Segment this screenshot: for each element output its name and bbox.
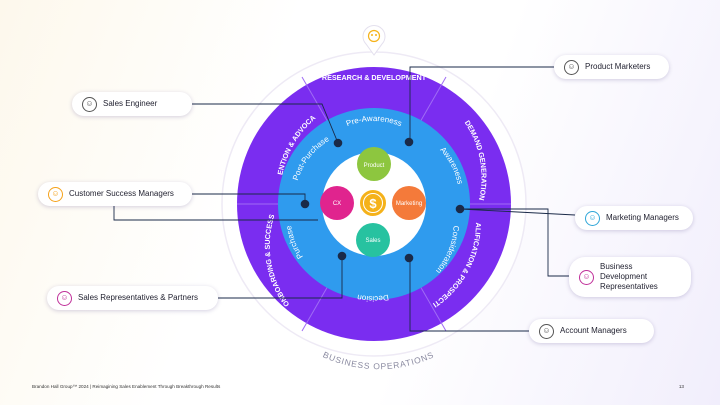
callout-product-marketers[interactable]: ☺ Product Marketers (554, 55, 669, 79)
cx-bubble (320, 186, 354, 220)
marketing-label: Marketing (396, 201, 422, 207)
sales-reps-label: Sales Representatives & Partners (78, 293, 199, 302)
marketing-bubble (392, 186, 426, 220)
callout-customer-success[interactable]: ☺ Customer Success Managers (38, 182, 192, 206)
connector-dots (300, 137, 465, 263)
bdr-label: Business Development Representatives (600, 262, 658, 291)
account-managers-label: Account Managers (560, 326, 627, 335)
connector-bdr (458, 208, 571, 277)
connector-sales-reps (218, 256, 343, 299)
marketing-managers-label: Marketing Managers (606, 213, 679, 222)
marketing-managers-icon: ☺ (585, 210, 600, 226)
sales-bubble (356, 223, 390, 257)
sales-engineer-icon: ☺ (82, 96, 97, 112)
connector-sales-engineer (192, 103, 339, 144)
stage-decision-label: Decision (356, 293, 389, 304)
idea-pin-icon (362, 25, 386, 56)
product-marketers-label: Product Marketers (585, 62, 651, 71)
connector-product-marketers (409, 66, 554, 142)
callout-sales-engineer[interactable]: ☺ Sales Engineer (72, 92, 192, 116)
callout-bdr[interactable]: ☺ Business Development Representatives (569, 257, 691, 297)
dollar-icon: $ (369, 196, 377, 211)
product-marketers-icon: ☺ (564, 59, 579, 75)
customer-success-icon: ☺ (48, 186, 63, 202)
cx-label: CX (333, 201, 341, 207)
sales-engineer-label: Sales Engineer (103, 99, 158, 108)
customer-success-label: Customer Success Managers (69, 189, 174, 198)
callout-marketing-managers[interactable]: ☺ Marketing Managers (575, 206, 693, 230)
connector-marketing-managers (459, 208, 576, 216)
sales-label: Sales (365, 238, 380, 244)
page-number: 13 (678, 384, 684, 389)
footer-text: Brandon Hall Group™ 2024 | Reimagining S… (32, 384, 221, 389)
product-label: Product (364, 163, 385, 169)
bdr-icon: ☺ (579, 269, 594, 285)
product-bubble (357, 147, 391, 181)
segment-research-label: RESEARCH & DEVELOPMENT (322, 73, 427, 82)
sales-reps-icon: ☺ (57, 290, 72, 306)
hub: Product Marketing Sales CX $ (320, 147, 426, 257)
account-managers-icon: ☺ (539, 323, 554, 339)
connector-account-managers (409, 258, 529, 332)
callout-account-managers[interactable]: ☺ Account Managers (529, 319, 654, 343)
callout-sales-reps[interactable]: ☺ Sales Representatives & Partners (47, 286, 218, 310)
center-coin-inner (363, 193, 383, 213)
